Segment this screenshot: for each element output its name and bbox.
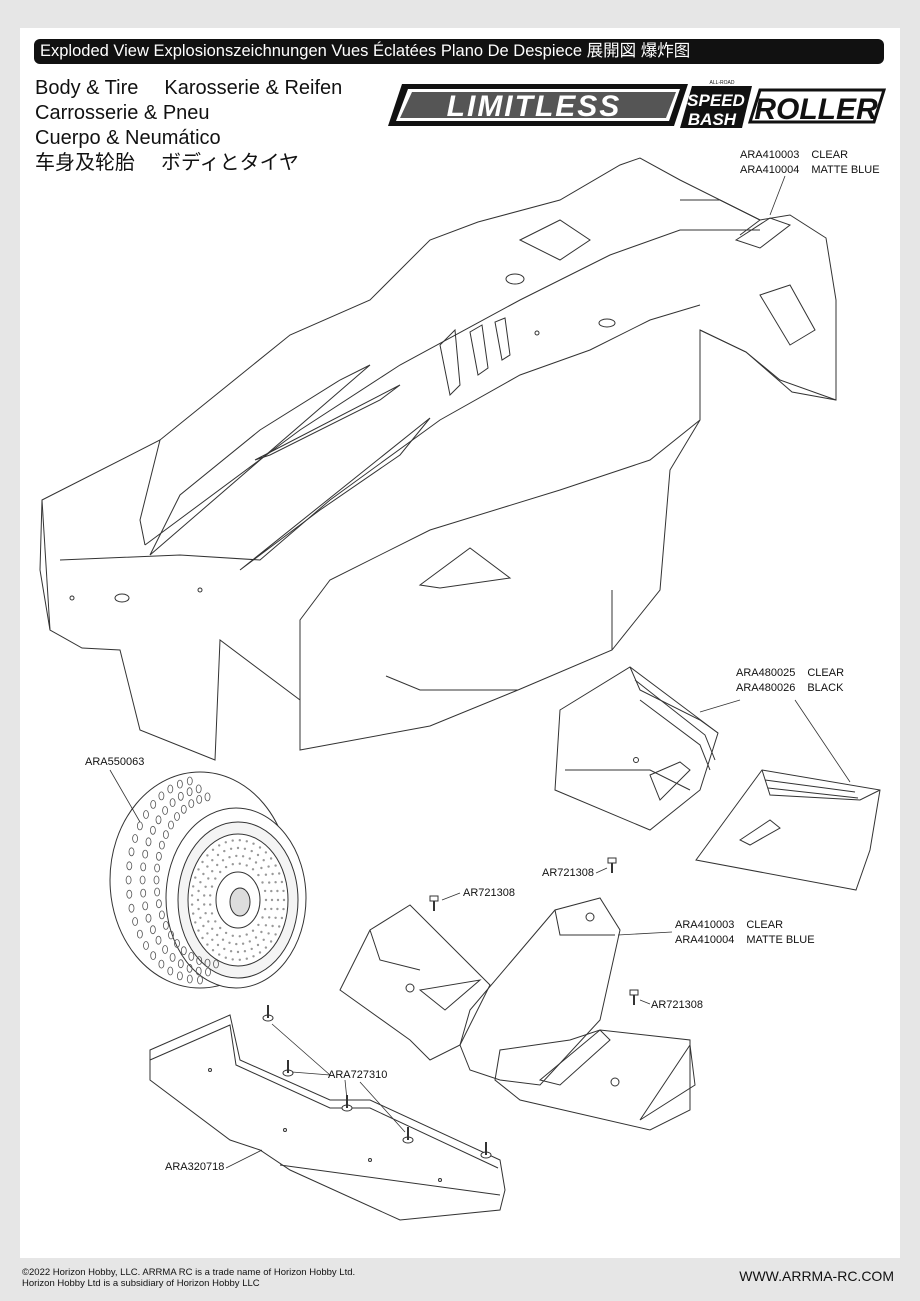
wing-part-color-2: BLACK [807, 682, 844, 694]
label-screw-left: AR721308 [463, 887, 515, 899]
rear-wing [554, 666, 881, 891]
header-bar: Exploded View Explosionszeichnungen Vues… [34, 39, 884, 64]
screw-right [629, 989, 639, 1005]
speed-bash-logo: ALL-ROAD SPEED BASH [680, 80, 752, 129]
title-fr: Carrosserie & Pneu [35, 102, 210, 124]
wing-part-number-2: ARA480026 [736, 682, 796, 694]
body-part-number-1: ARA410003 [740, 149, 800, 161]
title-de: Karosserie & Reifen [164, 77, 343, 99]
nose-part-number-1: ARA410003 [675, 919, 735, 931]
leader-wheel [109, 769, 141, 823]
all-road-text: ALL-ROAD [709, 80, 734, 86]
nose-part-color-2: MATTE BLUE [746, 934, 815, 946]
wing-part-number-1: ARA480025 [736, 667, 796, 679]
leader-body [769, 175, 786, 216]
header-title: Exploded View Explosionszeichnungen Vues… [40, 42, 691, 60]
leader-wing-a [699, 699, 741, 713]
nose-part-number-2: ARA410004 [675, 934, 735, 946]
leader-splitter [225, 1149, 263, 1169]
nose-part-color-1: CLEAR [746, 919, 784, 931]
body-shell [39, 157, 837, 761]
front-nose [339, 897, 696, 1131]
leader-screw-left [441, 892, 461, 901]
label-screw-top: AR721308 [542, 867, 594, 879]
label-body-part: ARA410003 CLEAR ARA410004 MATTE BLUE [740, 148, 880, 178]
speed-text: SPEED [687, 91, 745, 110]
limitless-logo-text: LIMITLESS [447, 90, 622, 123]
bash-text: BASH [688, 110, 737, 129]
screw-top [607, 857, 617, 873]
body-part-number-2: ARA410004 [740, 164, 800, 176]
label-screw-right: AR721308 [651, 999, 703, 1011]
title-zh: 车身及轮胎 [35, 152, 135, 174]
copyright-line-2: Horizon Hobby Ltd is a subsidiary of Hor… [22, 1278, 260, 1289]
copyright-line-1: ©2022 Horizon Hobby, LLC. ARRMA RC is a … [22, 1267, 356, 1278]
footer-copyright: ©2022 Horizon Hobby, LLC. ARRMA RC is a … [22, 1267, 355, 1289]
title-en: Body & Tire [35, 77, 139, 99]
label-studs-part: ARA727310 [328, 1069, 388, 1081]
front-splitter [149, 1014, 506, 1221]
footer-website[interactable]: WWW.ARRMA-RC.COM [739, 1268, 894, 1284]
label-wheel-part: ARA550063 [85, 756, 145, 768]
leader-wing-b [794, 699, 851, 783]
stud-group [262, 1005, 492, 1159]
limitless-logo: LIMITLESS [388, 84, 688, 126]
section-titles: Body & Tire Karosserie & Reifen Carrosser… [35, 76, 342, 176]
body-part-color-2: MATTE BLUE [811, 164, 880, 176]
label-wing-part: ARA480025 CLEAR ARA480026 BLACK [736, 666, 844, 696]
wing-part-color-1: CLEAR [807, 667, 845, 679]
leader-screw-right [639, 999, 651, 1005]
title-ja: ボディとタイヤ [161, 152, 299, 174]
roller-logo: ROLLER [747, 88, 887, 126]
title-es: Cuerpo & Neumático [35, 127, 221, 149]
label-nose-part: ARA410003 CLEAR ARA410004 MATTE BLUE [675, 918, 815, 948]
leader-nose [617, 931, 673, 936]
wheel-tire [109, 771, 307, 989]
body-part-color-1: CLEAR [811, 149, 849, 161]
screw-left [429, 895, 439, 911]
leader-screw-top [595, 867, 608, 874]
label-splitter-part: ARA320718 [165, 1161, 225, 1173]
leader-studs [271, 1023, 406, 1133]
roller-logo-text: ROLLER [754, 93, 878, 126]
